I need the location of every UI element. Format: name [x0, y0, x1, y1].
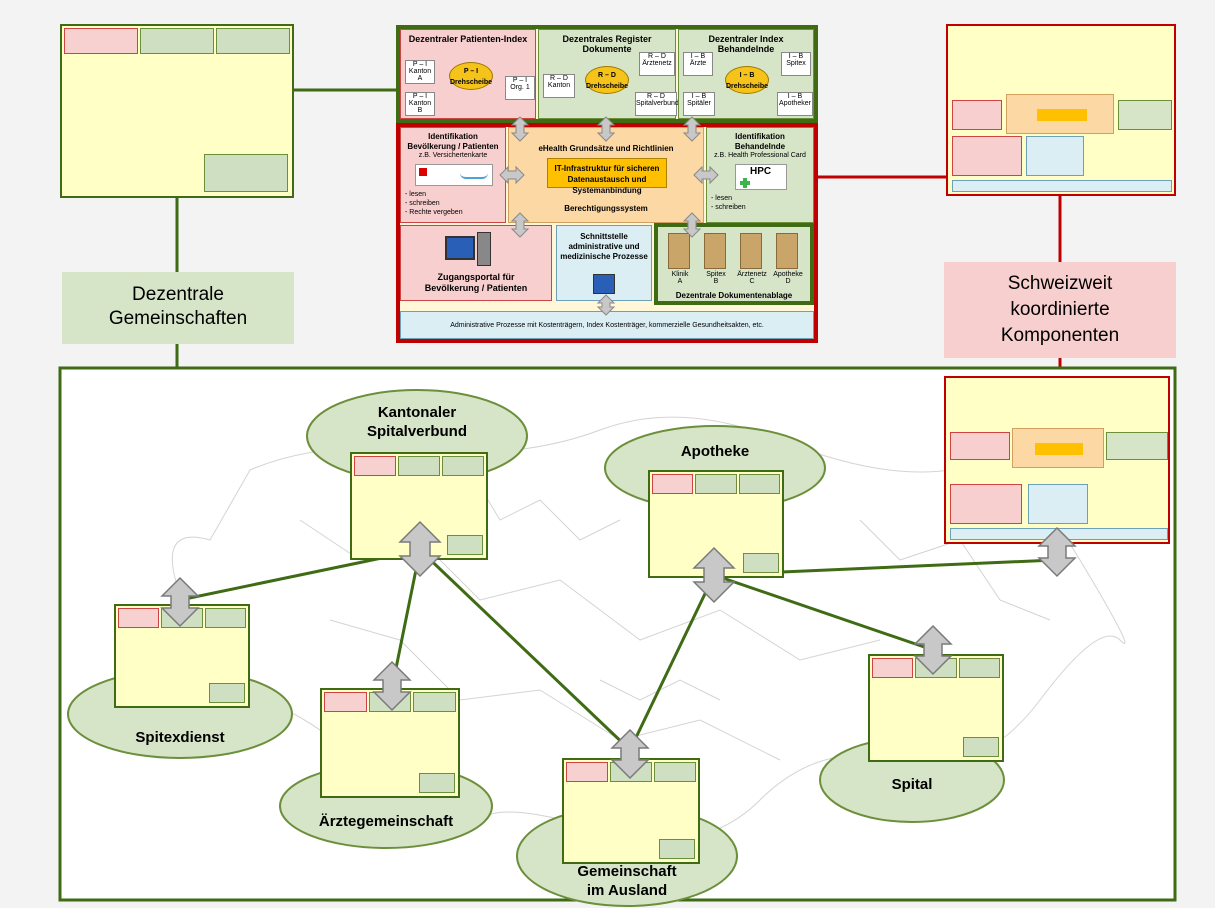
top-left-community-panel: [60, 24, 294, 198]
mini-frame-apotheke: [648, 470, 784, 578]
folder-label-0: Klinik A: [671, 271, 689, 285]
community-spital: Spital: [891, 776, 933, 793]
schnittstelle-panel: Schnittstelle administrative und medizin…: [556, 225, 652, 301]
folder-aerztenetz: [740, 233, 762, 269]
ehealth-panel: eHealth Grundsätze und Richtlinien IT-In…: [508, 127, 704, 223]
patienten-index-panel: Dezentraler Patienten-Index P – I Drehsc…: [400, 29, 536, 119]
register-dokumente-panel: Dezentrales Register Dokumente R – D Dre…: [538, 29, 679, 119]
ib-node-spitex: I – B Spitex: [781, 52, 811, 76]
index-behandelnde-title: Dezentraler Index Behandelnde: [708, 34, 784, 54]
identifikation-patienten-title: Identifikation Bevölkerung / Patienten: [407, 132, 499, 151]
medical-cross-icon: [740, 178, 750, 188]
pi-node-org: P – I Org. 1: [505, 76, 535, 100]
rd-hub: R – D Drehscheibe: [585, 66, 629, 94]
folder-label-3: Apotheke D: [773, 271, 803, 285]
ehealth-title: eHealth Grundsätze und Richtlinien: [538, 144, 674, 153]
rd-node-aerztenetz: R – D Ärztenetz: [639, 52, 675, 76]
ib-node-spitaeler: I – B Spitäler: [683, 92, 715, 116]
ib-hub: I – B Drehscheibe: [725, 66, 769, 94]
pi-node-kanton-a: P – I Kanton A: [405, 60, 435, 84]
top-right-components-panel: [946, 24, 1176, 196]
folder-klinik: [668, 233, 690, 269]
community-spitexdienst: Spitexdienst: [135, 729, 225, 746]
folder-label-2: Ärztenetz C: [737, 271, 767, 285]
zugangsportal-title: Zugangsportal für Bevölkerung / Patiente…: [424, 272, 528, 293]
identifikation-behandelnde-panel: Identifikation Behandelnde z.B. Health P…: [706, 127, 814, 223]
schweizweit-label: Schweizweit koordinierte Komponenten: [944, 262, 1176, 358]
folder-label-1: Spitex B: [706, 271, 726, 285]
dokumentenablage-title: Dezentrale Dokumentenablage: [675, 291, 793, 300]
rd-node-spitalverbund: R – D Spitalverbund: [635, 92, 679, 116]
hpc-label: HPC: [750, 166, 772, 177]
register-dokumente-title: Dezentrales Register Dokumente: [562, 34, 652, 54]
identifikation-patienten-list: - lesen - schreiben - Rechte vergeben: [405, 191, 463, 216]
folder-spitex: [704, 233, 726, 269]
patienten-index-title: Dezentraler Patienten-Index: [408, 34, 528, 44]
map-components-panel: [944, 376, 1170, 544]
dokumentenablage-panel: Klinik A Spitex B Ärztenetz C Apotheke D…: [654, 223, 814, 305]
mini-frame-kantonaler: [350, 452, 488, 560]
community-kantonaler-spitalverbund: Kantonaler Spitalverbund: [366, 404, 467, 440]
mini-dokumentenablage: [204, 154, 288, 192]
dezentrale-gemeinschaften-label: Dezentrale Gemeinschaften: [62, 272, 294, 344]
zugangsportal-panel: Zugangsportal für Bevölkerung / Patiente…: [400, 225, 552, 301]
folder-apotheke: [776, 233, 798, 269]
computer-icon: [445, 232, 491, 268]
identifikation-behandelnde-sub: z.B. Health Professional Card: [714, 152, 806, 159]
it-infrastruktur-box: IT-Infrastruktur für sicheren Datenausta…: [547, 158, 667, 195]
rd-node-kanton: R – D Kanton: [543, 74, 575, 98]
pi-hub: P – I Drehscheibe: [449, 62, 493, 90]
pi-node-kanton-b: P – I Kanton B: [405, 92, 435, 116]
hpc-card: HPC: [735, 164, 787, 190]
main-architecture-diagram: Dezentraler Patienten-Index P – I Drehsc…: [396, 25, 818, 343]
identifikation-behandelnde-title: Identifikation Behandelnde: [734, 132, 786, 151]
identifikation-patienten-sub: z.B. Versichertenkarte: [418, 152, 488, 159]
community-aerztegemeinschaft: Ärztegemeinschaft: [318, 813, 454, 830]
grey-arrows: [499, 116, 719, 316]
identifikation-patienten-panel: Identifikation Bevölkerung / Patienten z…: [400, 127, 506, 223]
ib-node-apotheker: I – B Apotheker: [777, 92, 813, 116]
mini-frame-aerzte: [320, 688, 460, 798]
versichertenkarte-card: [415, 164, 493, 186]
index-behandelnde-panel: Dezentraler Index Behandelnde I – B Dreh…: [678, 29, 814, 119]
ib-node-aerzte: I – B Ärzte: [683, 52, 713, 76]
community-apotheke: Apotheke: [680, 443, 750, 460]
schnittstelle-title: Schnittstelle administrative und medizin…: [560, 232, 648, 261]
identifikation-behandelnde-list: - lesen - schreiben: [711, 195, 746, 211]
community-ausland: Gemeinschaft im Ausland: [577, 863, 677, 899]
berechtigungssystem-label: Berechtigungssystem: [564, 204, 648, 213]
computer-small-icon: [593, 274, 615, 294]
